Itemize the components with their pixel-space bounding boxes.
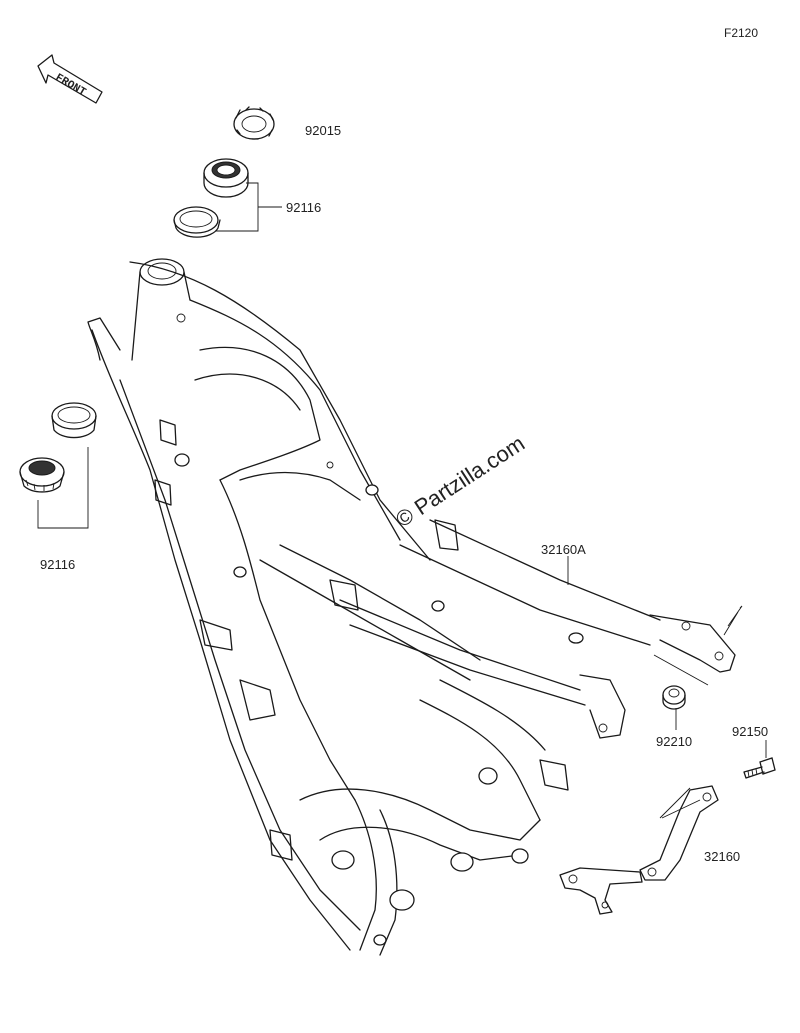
lower-bearing-icon: [19, 457, 65, 493]
callout-32160: 32160: [704, 849, 740, 864]
figure-code: F2120: [724, 26, 758, 40]
nut-92210-icon: [662, 685, 686, 710]
lower-race-icon: [51, 402, 97, 439]
callout-92015: 92015: [305, 123, 341, 138]
callout-32160A: 32160A: [541, 542, 586, 557]
front-arrow-icon: FRONT: [37, 54, 103, 104]
bracket-32160-icon: [559, 785, 719, 915]
callout-92116-top: 92116: [286, 200, 321, 215]
motorcycle-frame-icon: [87, 258, 736, 956]
callout-leader-92116-left: [37, 447, 89, 529]
callout-92210: 92210: [656, 734, 692, 749]
upper-bearing-icon: [203, 158, 249, 198]
bolt-92150-icon: [743, 757, 776, 779]
callout-leader-92116-top: [216, 182, 282, 232]
callout-92150: 92150: [732, 724, 768, 739]
callout-leader-32160: [659, 787, 701, 819]
stem-nut-icon: [233, 106, 275, 140]
upper-race-icon: [173, 206, 221, 238]
leader-right-rail: [653, 605, 743, 686]
callout-92116-left: 92116: [40, 557, 75, 572]
front-arrow-label: FRONT: [53, 72, 88, 99]
watermark-text: © Partzilla.com: [391, 430, 529, 532]
